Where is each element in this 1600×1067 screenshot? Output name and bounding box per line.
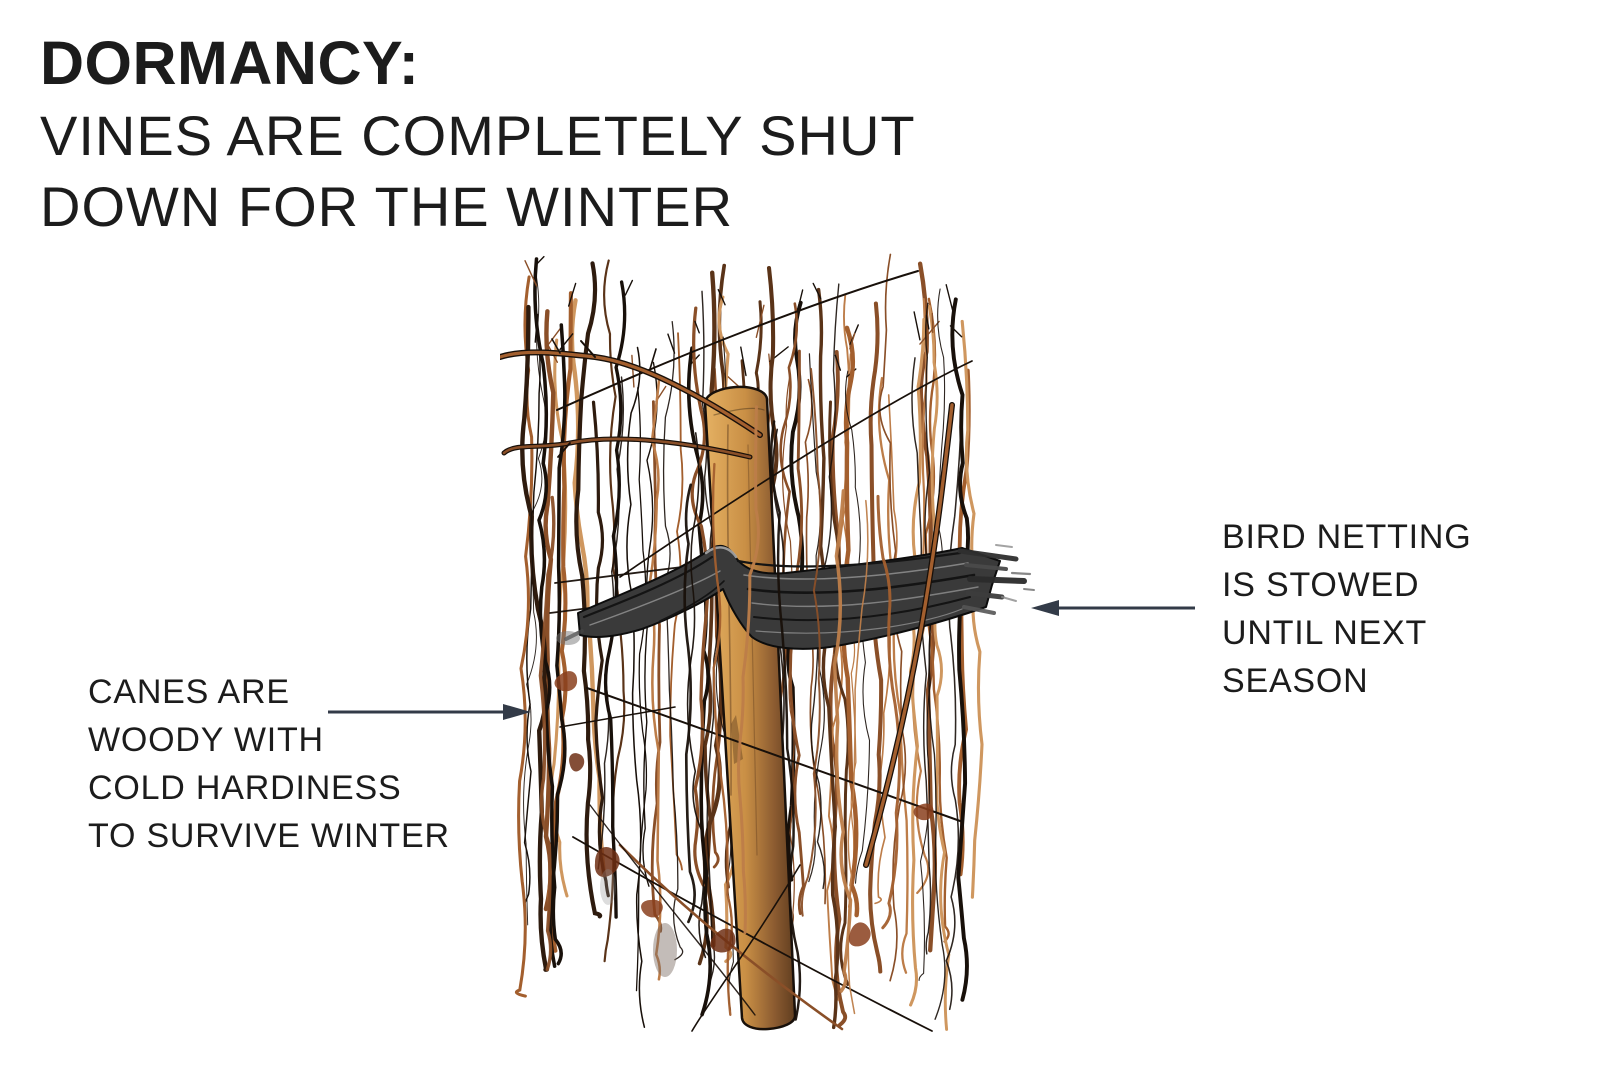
canes-arrow bbox=[328, 704, 531, 720]
netting-label-line: IS STOWED bbox=[1222, 566, 1420, 604]
canes-label: CANES ARE WOODY WITH COLD HARDINESS TO S… bbox=[88, 668, 450, 860]
vine-illustration bbox=[500, 245, 1040, 1045]
arrow-head-right-icon bbox=[503, 704, 531, 720]
vine-illustration-svg bbox=[500, 253, 1035, 1032]
canes-label-line: TO SURVIVE WINTER bbox=[88, 817, 450, 855]
side-branch bbox=[500, 338, 763, 460]
netting-label-line: UNTIL NEXT bbox=[1222, 614, 1428, 652]
page-subtitle-line2: DOWN FOR THE WINTER bbox=[40, 175, 734, 238]
netting-arrow bbox=[1031, 600, 1195, 616]
bird-netting bbox=[556, 544, 1035, 650]
page-subtitle-line1: VINES ARE COMPLETELY SHUT bbox=[40, 104, 916, 167]
canes-label-line: COLD HARDINESS bbox=[88, 769, 402, 807]
netting-label: BIRD NETTING IS STOWED UNTIL NEXT SEASON bbox=[1222, 513, 1472, 705]
page-title: DORMANCY: bbox=[40, 29, 420, 97]
dormant-canes-front bbox=[538, 367, 955, 1032]
canes-label-line: CANES ARE bbox=[88, 673, 290, 711]
canes-label-line: WOODY WITH bbox=[88, 721, 324, 759]
title-block: DORMANCY: VINES ARE COMPLETELY SHUT DOWN… bbox=[40, 26, 940, 242]
netting-label-line: BIRD NETTING bbox=[1222, 518, 1472, 556]
netting-label-line: SEASON bbox=[1222, 662, 1369, 700]
arrow-head-left-icon bbox=[1031, 600, 1059, 616]
